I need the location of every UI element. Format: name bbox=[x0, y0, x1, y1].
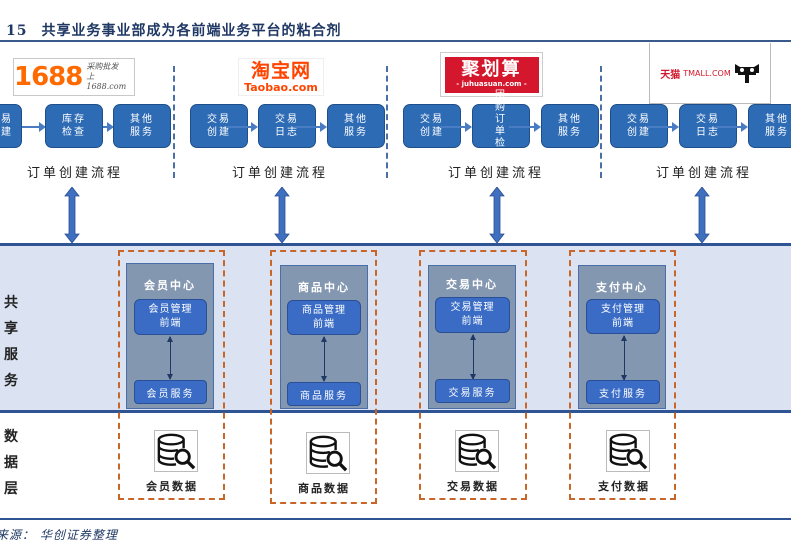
center-data-label: 商品数据 bbox=[298, 482, 350, 495]
logo-taobao: 淘宝网 Taobao.com bbox=[238, 58, 324, 96]
flow-arrow bbox=[22, 122, 46, 132]
title-rule bbox=[0, 40, 791, 42]
logo-1688: 1688 采购批发 上1688.com bbox=[13, 58, 135, 96]
platform-tmall: 天猫 TMALL.COM 交易创建 交易日志 其他服务 订单创建流程 bbox=[0, 0, 791, 243]
center-mgmt-frontend: 支付管理 前端 bbox=[586, 299, 660, 334]
platform-separator bbox=[386, 66, 388, 178]
source-note: 来源： 华创证券整理 bbox=[0, 528, 118, 542]
platform-separator bbox=[173, 66, 175, 178]
flow-arrow bbox=[103, 122, 114, 132]
center-outline bbox=[270, 250, 377, 504]
bidirectional-link bbox=[167, 336, 173, 380]
platform-juhuasuan: 聚划算 - juhuasuan.com - 交易创建 团购订单检查 其他服务 订… bbox=[0, 0, 600, 243]
center-mgmt-frontend: 商品管理 前端 bbox=[287, 300, 361, 335]
flow-caption: 订单创建流程 bbox=[232, 166, 329, 181]
flow-step: 易建 bbox=[0, 104, 22, 148]
platform-1688: 1688 采购批发 上1688.com 易建 库存检查 其他服务 订单创建流程 bbox=[0, 0, 173, 243]
center-title: 支付中心 bbox=[596, 281, 648, 294]
flow-step: 库存检查 bbox=[45, 104, 103, 148]
center-mgmt-frontend: 会员管理 前端 bbox=[134, 299, 207, 335]
double-arrow-icon bbox=[274, 187, 290, 243]
figure-number: 15 bbox=[6, 23, 28, 39]
double-arrow-icon bbox=[489, 187, 505, 243]
logo-juhuasuan-sub: - juhuasuan.com - bbox=[456, 80, 527, 88]
flow-caption: 订单创建流程 bbox=[656, 166, 753, 181]
flow-caption: 订单创建流程 bbox=[27, 166, 124, 181]
flow-caption: 订单创建流程 bbox=[448, 166, 545, 181]
center-service: 交易服务 bbox=[435, 379, 510, 403]
center-outline bbox=[118, 250, 225, 500]
flow-arrow bbox=[647, 122, 679, 132]
center-outline bbox=[419, 250, 527, 500]
database-search-icon bbox=[154, 430, 198, 472]
center-outline bbox=[569, 250, 676, 500]
figure-title: 15 共享业务事业部成为各前端业务平台的粘合剂 bbox=[6, 20, 341, 40]
database-search-icon bbox=[306, 432, 350, 474]
flow-step: 其他服务 bbox=[541, 104, 599, 148]
database-search-icon bbox=[606, 430, 650, 472]
platform-taobao: 淘宝网 Taobao.com 交易创建 交易日志 其他服务 订单创建流程 bbox=[0, 0, 386, 243]
flow-arrow bbox=[295, 122, 327, 132]
flow-arrow bbox=[440, 122, 472, 132]
bottom-rule bbox=[0, 518, 791, 520]
logo-taobao-sub: Taobao.com bbox=[244, 80, 318, 94]
logo-juhuasuan: 聚划算 - juhuasuan.com - bbox=[440, 52, 543, 97]
center-title: 会员中心 bbox=[144, 279, 196, 292]
center-title: 交易中心 bbox=[446, 278, 498, 291]
logo-juhuasuan-main: 聚划算 bbox=[461, 59, 522, 80]
logo-1688-sub-bottom: 上1688.com bbox=[86, 72, 127, 91]
flow-arrow bbox=[226, 122, 258, 132]
flow-step: 其他服务 bbox=[327, 104, 385, 148]
center-service: 支付服务 bbox=[586, 380, 660, 404]
double-arrow-icon bbox=[694, 187, 710, 243]
double-arrow-icon bbox=[64, 187, 80, 243]
bidirectional-link bbox=[621, 335, 627, 381]
bidirectional-link bbox=[470, 334, 476, 380]
flow-step: 其他服务 bbox=[748, 104, 791, 148]
flow-arrow bbox=[716, 122, 748, 132]
logo-1688-sub-top: 采购批发 bbox=[86, 62, 119, 71]
figure-title-text: 共享业务事业部成为各前端业务平台的粘合剂 bbox=[41, 23, 342, 39]
logo-1688-main: 1688 bbox=[14, 62, 83, 92]
logo-tmall-main: 天猫 bbox=[660, 69, 681, 81]
flow-step: 其他服务 bbox=[113, 104, 171, 148]
platform-separator bbox=[600, 66, 602, 178]
center-title: 商品中心 bbox=[298, 281, 350, 294]
center-service: 会员服务 bbox=[134, 380, 207, 404]
database-search-icon bbox=[455, 430, 499, 472]
center-data-label: 会员数据 bbox=[146, 480, 198, 493]
logo-tmall: 天猫 TMALL.COM bbox=[649, 43, 771, 104]
bidirectional-link bbox=[321, 336, 327, 382]
logo-taobao-main: 淘宝网 bbox=[250, 59, 311, 82]
layer-label-shared: 共享服务 bbox=[4, 295, 18, 389]
logo-tmall-sub: TMALL.COM bbox=[683, 68, 731, 78]
center-data-label: 支付数据 bbox=[598, 480, 650, 493]
tmall-cat-icon bbox=[734, 64, 759, 83]
layer-label-data: 数据层 bbox=[4, 429, 18, 497]
center-service: 商品服务 bbox=[287, 382, 361, 406]
center-data-label: 交易数据 bbox=[447, 480, 499, 493]
center-mgmt-frontend: 交易管理 前端 bbox=[435, 297, 510, 333]
flow-arrow bbox=[509, 122, 541, 132]
